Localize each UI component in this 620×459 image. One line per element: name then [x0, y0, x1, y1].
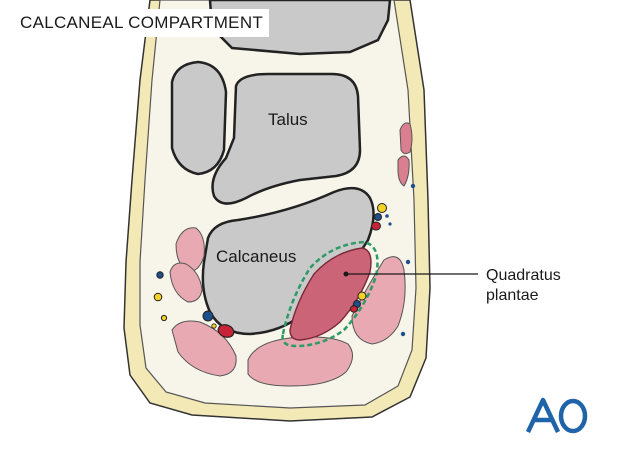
- quadratus-plantae-muscle: [289, 247, 372, 341]
- vein-dot: [410, 183, 416, 189]
- lateral-bone: [170, 60, 228, 176]
- artery-dot: [371, 221, 381, 231]
- calcaneus-label: Calcaneus: [216, 247, 296, 266]
- muscle-medial-upper-1: [399, 122, 413, 155]
- vein-dot: [405, 259, 411, 265]
- callout-label-line-1: Quadratus: [486, 267, 561, 284]
- muscle-medial: [351, 256, 406, 345]
- ao-logo-o-letter: [558, 398, 588, 434]
- nerve-dot: [160, 314, 168, 322]
- vein-dot: [400, 331, 406, 337]
- vein-dot: [156, 271, 164, 279]
- calcaneus-bone: [201, 186, 375, 336]
- vein-dot: [374, 213, 382, 221]
- talus-label: Talus: [268, 110, 308, 129]
- vein-dot: [388, 222, 392, 226]
- artery-dot: [349, 305, 359, 313]
- artery-dot: [217, 324, 235, 338]
- muscle-lateral-lower: [169, 262, 203, 303]
- nerve-dot: [357, 291, 367, 301]
- nerve-dot: [153, 292, 163, 302]
- diagram-title: CALCANEAL COMPARTMENT: [14, 9, 270, 37]
- nerve-dot: [377, 203, 387, 213]
- muscle-medial-upper-2: [397, 155, 410, 187]
- muscle-plantar-center: [247, 336, 353, 387]
- ao-logo-a-letter: [526, 397, 561, 433]
- vein-dot: [385, 214, 389, 218]
- callout-label-line-2: plantae: [486, 287, 539, 304]
- ao-logo: [526, 397, 588, 434]
- talus-bone: [211, 72, 362, 205]
- vein-dot: [202, 310, 214, 322]
- neurovascular-bundles: [153, 183, 416, 338]
- nerve-dot: [211, 323, 217, 329]
